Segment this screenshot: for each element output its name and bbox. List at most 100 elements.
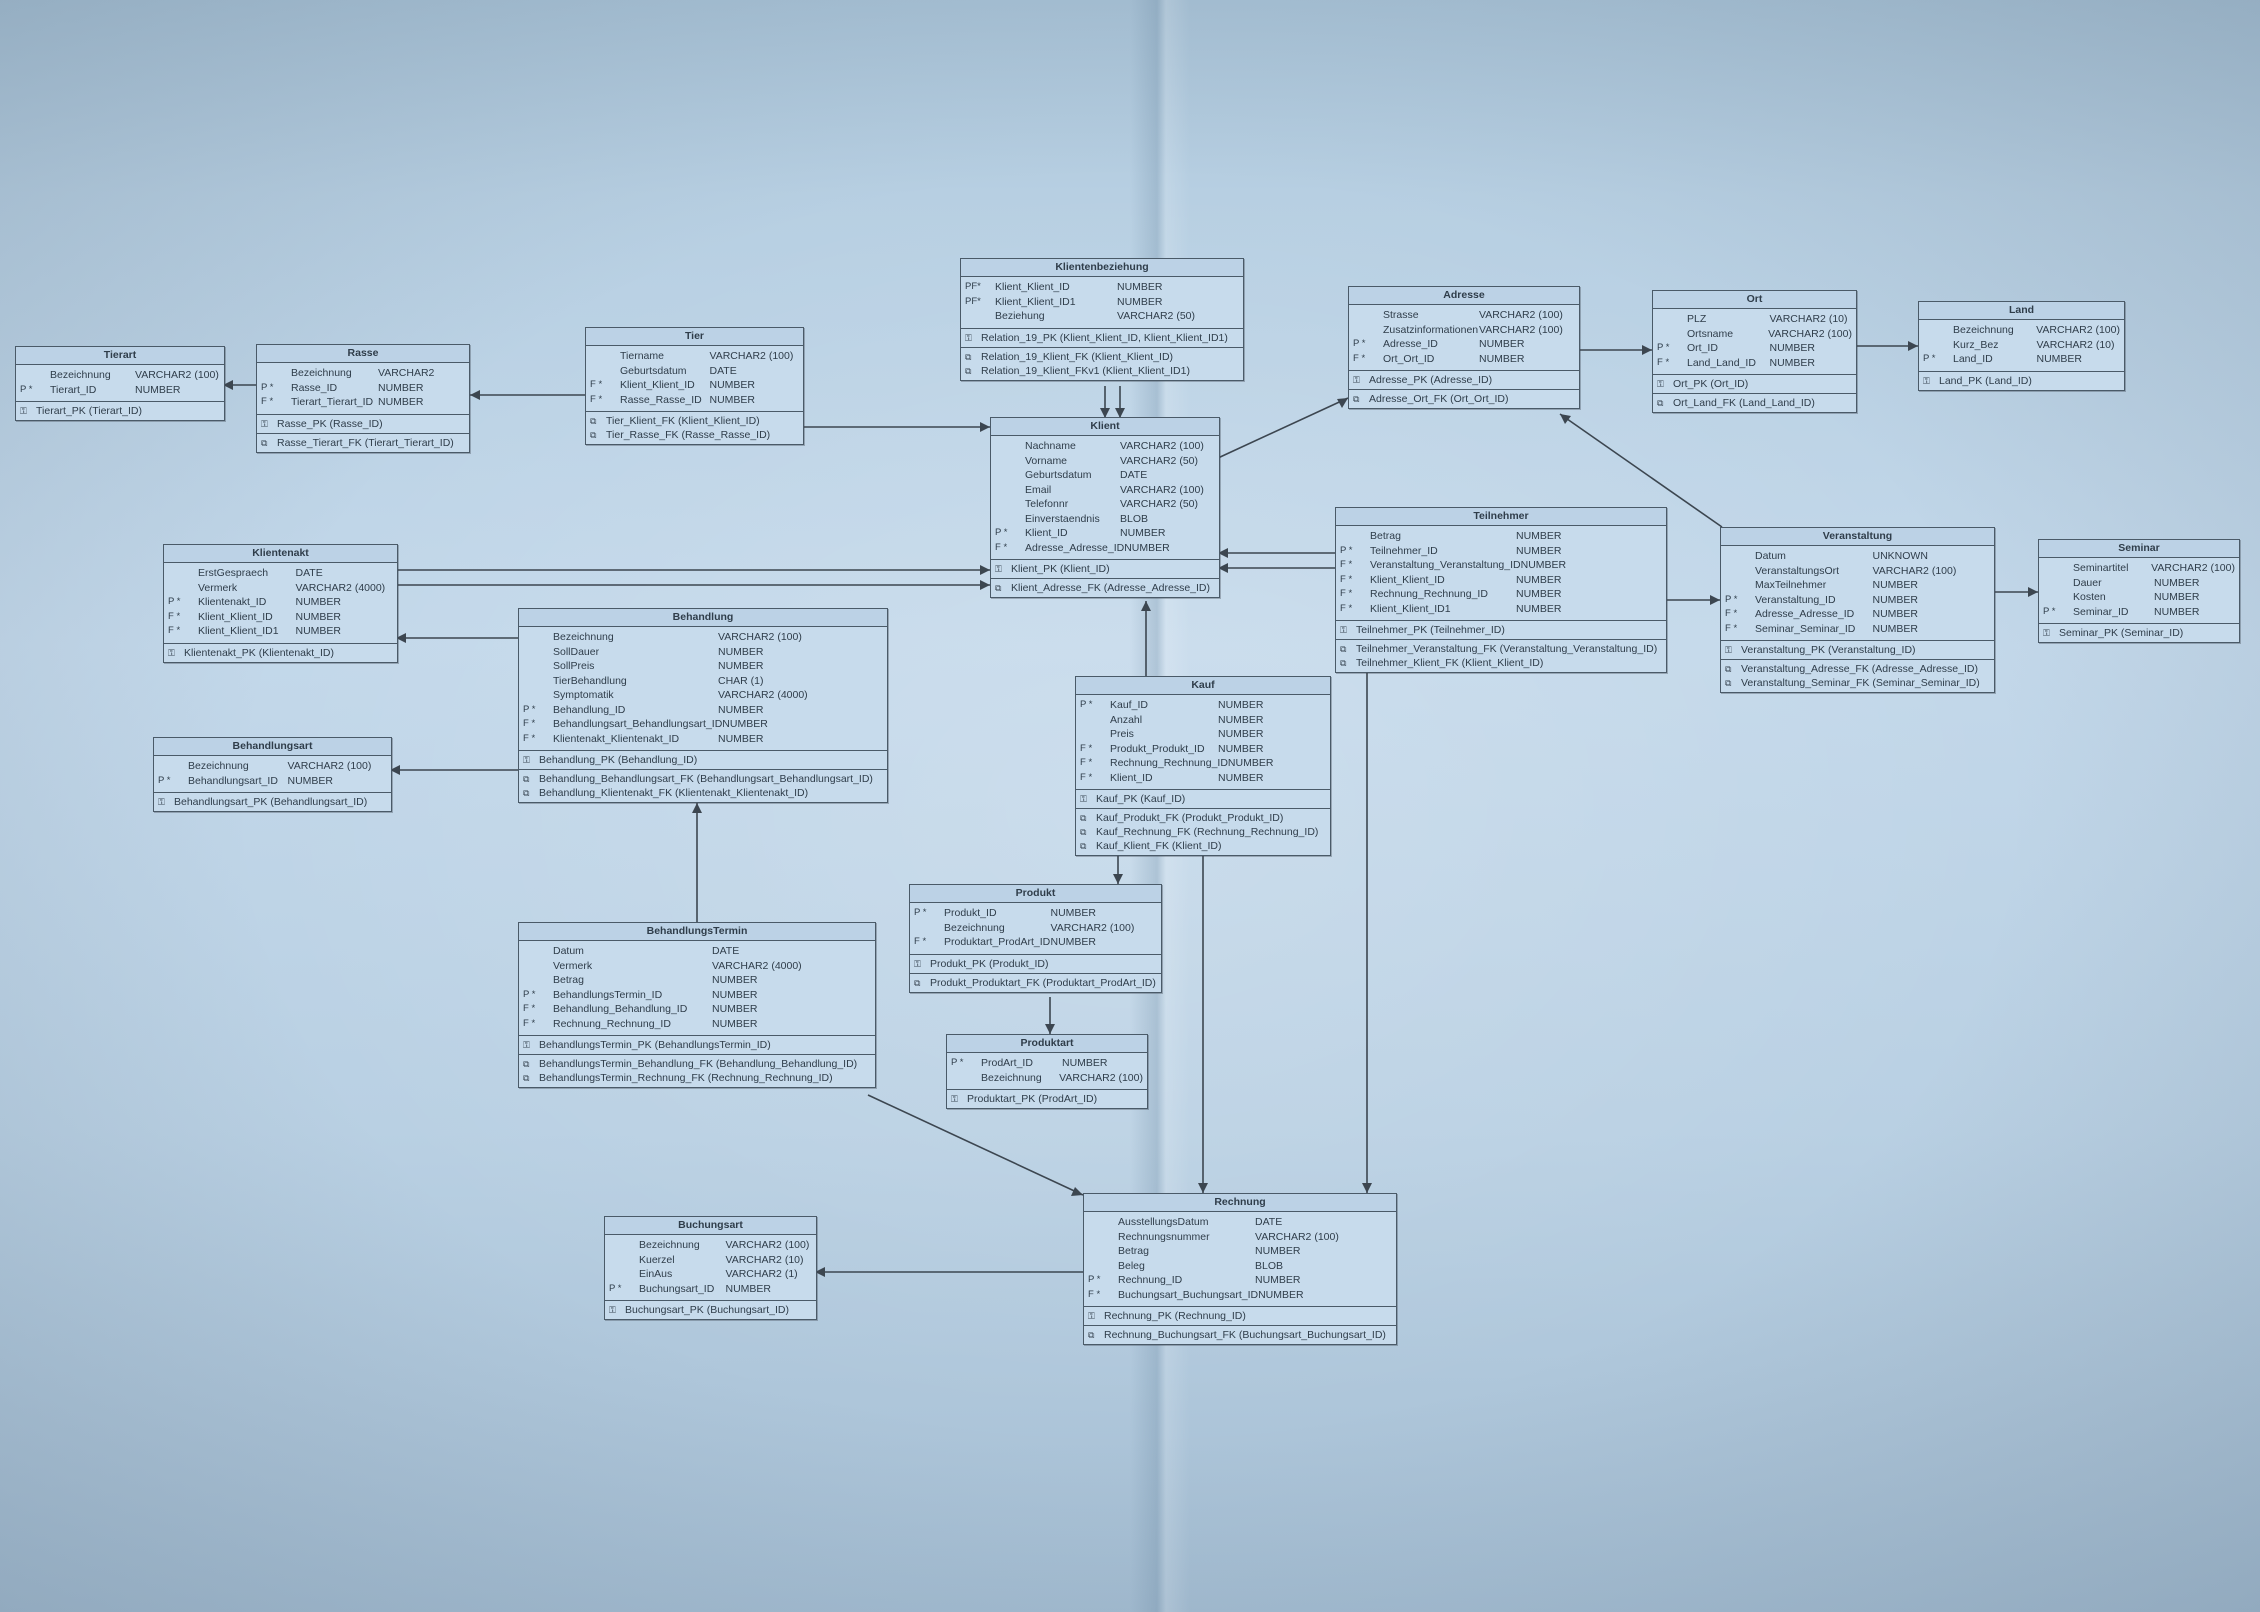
column-type: NUMBER (1218, 713, 1264, 726)
column-flags: F * (1080, 771, 1093, 783)
column-flags: PF* (965, 295, 981, 307)
column-type: NUMBER (1520, 559, 1567, 571)
foreign-key-label: Teilnehmer_Veranstaltung_FK (Veranstaltu… (1356, 643, 1658, 655)
column-name: Adresse_ID (1383, 338, 1438, 350)
column-flags (1088, 1230, 1118, 1245)
column-type: NUMBER (1227, 757, 1274, 769)
column-flags: F * (590, 393, 603, 405)
column-type: NUMBER (295, 625, 342, 637)
column-name: VeranstaltungsOrt (1755, 564, 1840, 577)
column-name: PLZ (1687, 313, 1707, 325)
primary-key-section: ⚿Buchungsart_PK (Buchungsart_ID) (605, 1300, 816, 1319)
foreign-key-label: BehandlungsTermin_Behandlung_FK (Behandl… (539, 1058, 858, 1070)
column-flags (2043, 576, 2073, 591)
column-type: NUMBER (1516, 530, 1562, 542)
foreign-key: ⧉Tier_Rasse_FK (Rasse_Rasse_ID) (590, 428, 799, 442)
column-name: Produkt_ID (944, 907, 997, 919)
column-flags (914, 921, 944, 936)
foreign-key-section: ⧉Adresse_Ort_FK (Ort_Ort_ID) (1349, 389, 1579, 408)
primary-key-section: ⚿Land_PK (Land_ID) (1919, 370, 2124, 390)
column-row: P * Adresse_ID NUMBER (1353, 337, 1575, 352)
column-flags (965, 309, 995, 324)
column-name: Behandlungsart_ID (188, 774, 278, 787)
column-flags (995, 468, 1025, 483)
column-name: Geburtsdatum (1025, 469, 1092, 481)
column-type: NUMBER (2154, 605, 2200, 618)
column-flags (1353, 308, 1383, 323)
key-icon: ⚿ (523, 755, 530, 765)
column-name: Einverstaendnis (1025, 512, 1100, 525)
column-name: Kosten (2073, 591, 2106, 603)
primary-key-section: ⚿BehandlungsTermin_PK (BehandlungsTermin… (519, 1035, 875, 1054)
column-flags: P * (523, 703, 536, 715)
foreign-key: ⧉Produkt_Produktart_FK (Produktart_ProdA… (914, 976, 1157, 990)
primary-key-label: Buchungsart_PK (Buchungsart_ID) (625, 1304, 790, 1316)
column-flags: P * (158, 774, 171, 786)
column-name: Vermerk (198, 581, 238, 594)
link-icon: ⧉ (1725, 664, 1732, 674)
column-name: SollDauer (553, 645, 600, 658)
primary-key-label: Rechnung_PK (Rechnung_ID) (1104, 1310, 1246, 1322)
column-name: Strasse (1383, 309, 1419, 321)
foreign-key: ⧉Rasse_Tierart_FK (Tierart_Tierart_ID) (261, 436, 465, 450)
link-icon: ⧉ (1340, 658, 1347, 668)
column-type: VARCHAR2 (50) (1117, 310, 1195, 322)
column-name: Beleg (1118, 1259, 1145, 1272)
column-name: Adresse_Adresse_ID (1025, 541, 1125, 554)
column-name: ErstGespraech (198, 567, 269, 579)
column-type: NUMBER (718, 732, 764, 745)
link-icon: ⧉ (590, 430, 597, 440)
column-flags (168, 581, 198, 596)
column-type: NUMBER (287, 774, 334, 787)
column-flags: P * (1353, 338, 1366, 349)
column-type: NUMBER (378, 381, 424, 394)
column-name: Tiername (620, 350, 664, 362)
column-name: Veranstaltung_Veranstaltung_ID (1370, 559, 1521, 571)
foreign-key: ⧉Veranstaltung_Seminar_FK (Seminar_Semin… (1725, 676, 1990, 690)
column-type: NUMBER (1255, 1245, 1301, 1257)
column-flags: P * (20, 383, 33, 395)
column-flags (1088, 1215, 1118, 1230)
column-name: ProdArt_ID (981, 1057, 1033, 1069)
table-title: Klientenakt (164, 545, 397, 563)
column-type: VARCHAR2 (100) (709, 350, 794, 362)
column-type: NUMBER (712, 974, 758, 986)
column-name: Ortsname (1687, 327, 1734, 340)
foreign-key-label: Produkt_Produktart_FK (Produktart_ProdAr… (930, 976, 1156, 989)
column-name: Betrag (1370, 530, 1401, 542)
foreign-key: ⧉Adresse_Ort_FK (Ort_Ort_ID) (1353, 392, 1575, 406)
column-flags: P * (951, 1057, 964, 1068)
rel-termin-rechnung (867, 1094, 1084, 1196)
column-type: NUMBER (1479, 338, 1525, 350)
column-flags: P * (168, 596, 181, 607)
column-name: Rasse_Rasse_ID (620, 393, 702, 406)
key-icon: ⚿ (965, 332, 972, 343)
key-icon: ⚿ (2043, 628, 2050, 638)
foreign-key-label: Adresse_Ort_FK (Ort_Ort_ID) (1369, 393, 1509, 405)
column-type: NUMBER (1872, 622, 1919, 635)
primary-key-label: Tierart_PK (Tierart_ID) (36, 405, 142, 417)
column-flags: F * (590, 379, 603, 390)
primary-key-label: Behandlungsart_PK (Behandlungsart_ID) (174, 796, 368, 808)
column-name: Klient_Klient_ID (1370, 573, 1445, 586)
link-icon: ⧉ (965, 365, 972, 376)
primary-key: ⚿Buchungsart_PK (Buchungsart_ID) (609, 1303, 812, 1317)
foreign-key: ⧉Ort_Land_FK (Land_Land_ID) (1657, 396, 1852, 410)
column-type: NUMBER (1516, 544, 1562, 557)
column-type: VARCHAR2 (100) (287, 760, 372, 772)
